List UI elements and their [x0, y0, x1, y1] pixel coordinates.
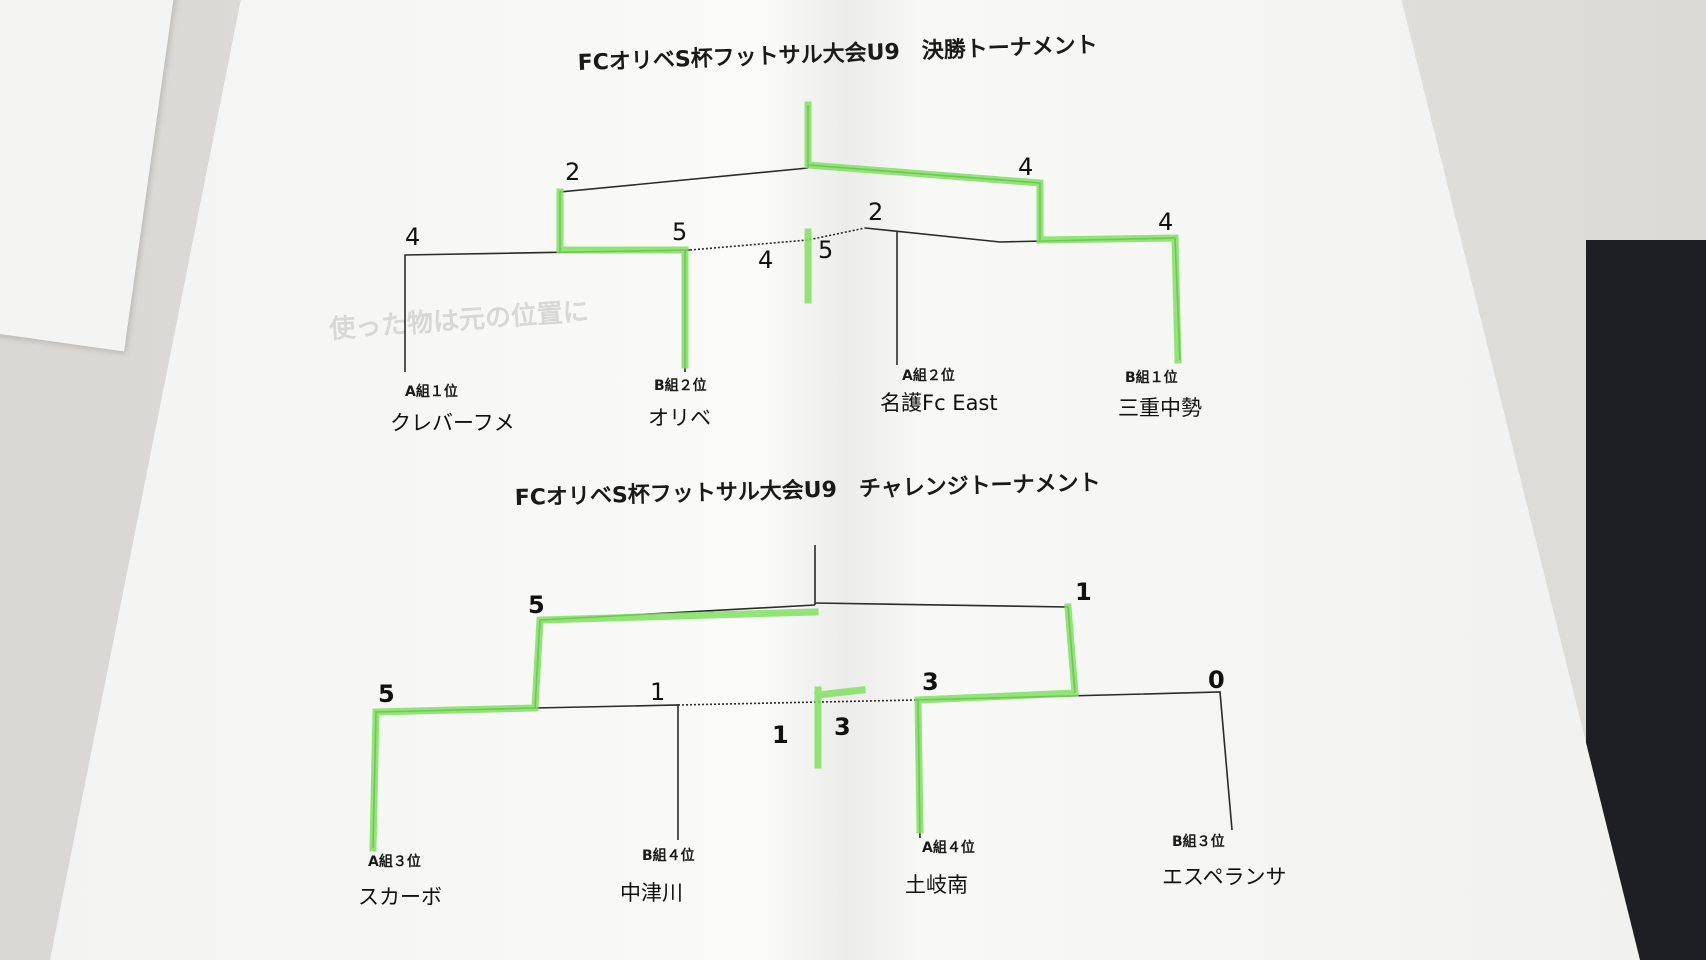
final-seed-team3: A組２位 [902, 367, 955, 384]
final-score-team3: 2 [868, 198, 883, 226]
final-semi-score-left: 2 [565, 158, 580, 186]
challenge-bracket: FCオリベS杯フットサル大会U9 チャレンジトーナメント 5 1 3 0 5 1… [358, 470, 1287, 909]
challenge-score-team2: 1 [650, 678, 665, 706]
challenge-center-line [677, 699, 916, 706]
final-team4-name: 三重中勢 [1118, 396, 1202, 420]
challenge-semi-score-right: 1 [1075, 578, 1092, 606]
final-winner-path-left [556, 188, 689, 369]
show-through-text: 使った物は元の位置に [327, 296, 590, 345]
final-seed-team2: B組２位 [654, 377, 707, 394]
challenge-winner-path-right [914, 603, 1079, 834]
final-seed-team1: A組１位 [405, 383, 458, 400]
final-semi-score-right: 4 [1018, 153, 1033, 181]
final-final-score-left: 4 [758, 246, 773, 274]
challenge-seed-team1: A組３位 [368, 853, 421, 870]
challenge-center-mark [814, 686, 866, 769]
challenge-seed-team4: B組３位 [1172, 833, 1225, 850]
challenge-qf-right-line [914, 691, 1233, 831]
challenge-final-score-left: 1 [772, 721, 789, 749]
challenge-winner-path-left [369, 608, 819, 852]
final-seed-team4: B組１位 [1125, 369, 1178, 386]
final-score-team1: 4 [405, 223, 420, 251]
final-bracket-title: FCオリベS杯フットサル大会U9 決勝トーナメント [577, 32, 1098, 76]
final-team3-name: 名護Fc East [880, 391, 998, 415]
final-winner-path-right [804, 101, 1182, 364]
challenge-semi-score-left: 5 [528, 591, 545, 619]
challenge-sf-right-line [814, 602, 1076, 694]
final-final-score-right: 5 [818, 236, 833, 264]
challenge-seed-team3: A組４位 [922, 839, 975, 856]
challenge-qf-left-line [372, 704, 679, 849]
final-qf-right-line [864, 227, 1181, 361]
challenge-team4-name: エスペランサ [1162, 865, 1287, 889]
final-center-line [689, 227, 866, 251]
final-team2-name: オリベ [648, 406, 711, 430]
challenge-team1-name: スカーボ [358, 885, 442, 909]
challenge-final-score-right: 3 [834, 713, 851, 741]
challenge-bracket-title: FCオリベS杯フットサル大会U9 チャレンジトーナメント [514, 470, 1100, 511]
final-team1-name: クレバーフメ [390, 411, 515, 435]
challenge-team2-name: 中津川 [620, 881, 683, 905]
final-score-team4: 4 [1158, 208, 1173, 236]
challenge-score-team3: 3 [922, 668, 939, 696]
final-bracket: FCオリベS杯フットサル大会U9 決勝トーナメント 4 5 2 4 2 4 4 … [390, 32, 1202, 435]
challenge-score-team4: 0 [1208, 666, 1225, 694]
final-score-team2: 5 [672, 218, 687, 246]
challenge-team3-name: 土岐南 [905, 873, 968, 897]
challenge-seed-team2: B組４位 [642, 847, 695, 864]
bracket-paper [50, 0, 1640, 960]
challenge-score-team1: 5 [378, 680, 395, 708]
